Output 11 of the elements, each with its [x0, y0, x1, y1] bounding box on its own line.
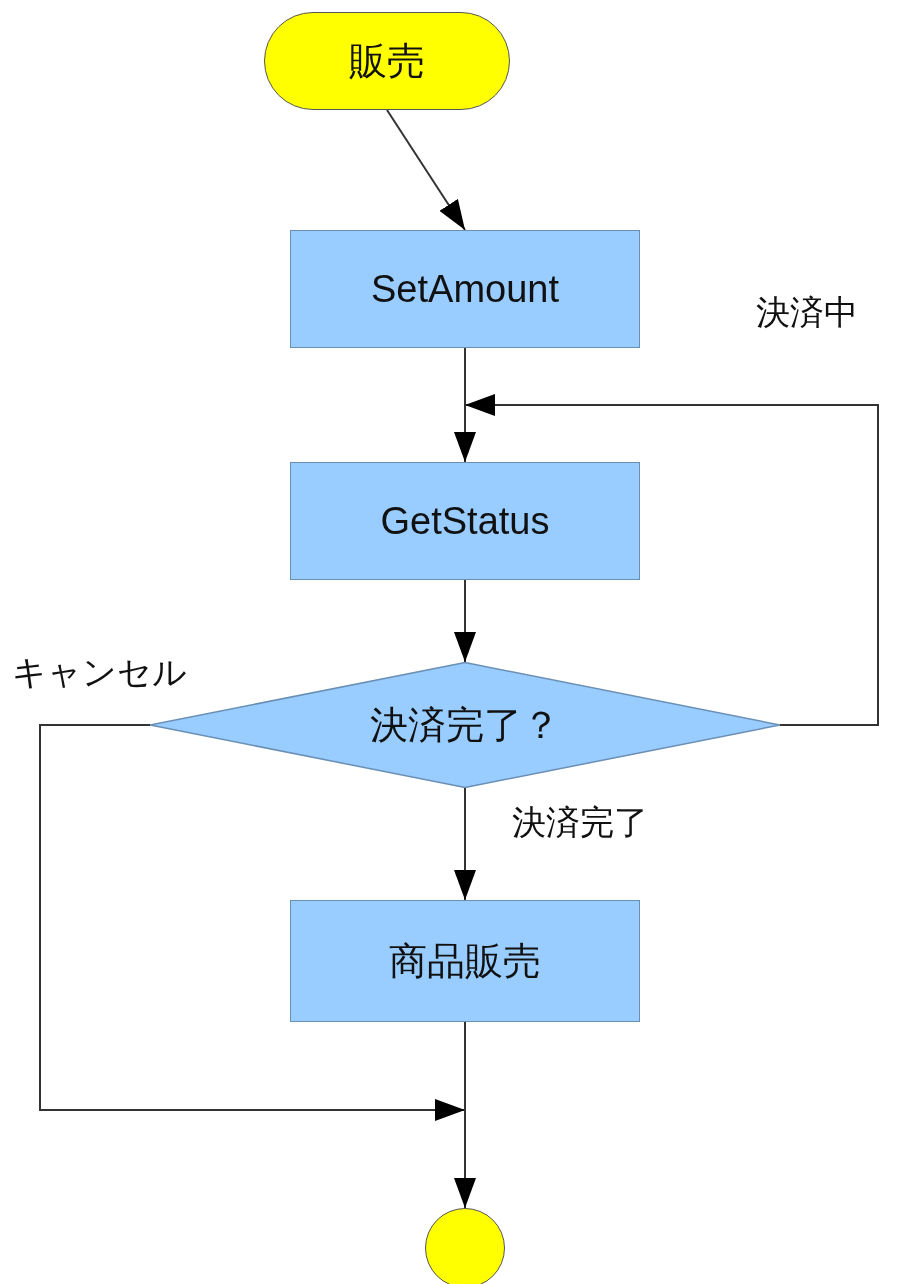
arrow	[454, 579, 476, 663]
arrow	[454, 787, 476, 901]
process-box: SetAmount	[290, 230, 640, 348]
arrow	[39, 724, 466, 1121]
arrow	[454, 347, 476, 463]
arrow	[454, 1021, 476, 1209]
arrow	[464, 394, 879, 726]
process-box: 商品販売	[290, 900, 640, 1022]
arrow	[386, 109, 466, 231]
process-box: GetStatus	[290, 462, 640, 580]
terminal-box: 販売	[264, 12, 510, 110]
